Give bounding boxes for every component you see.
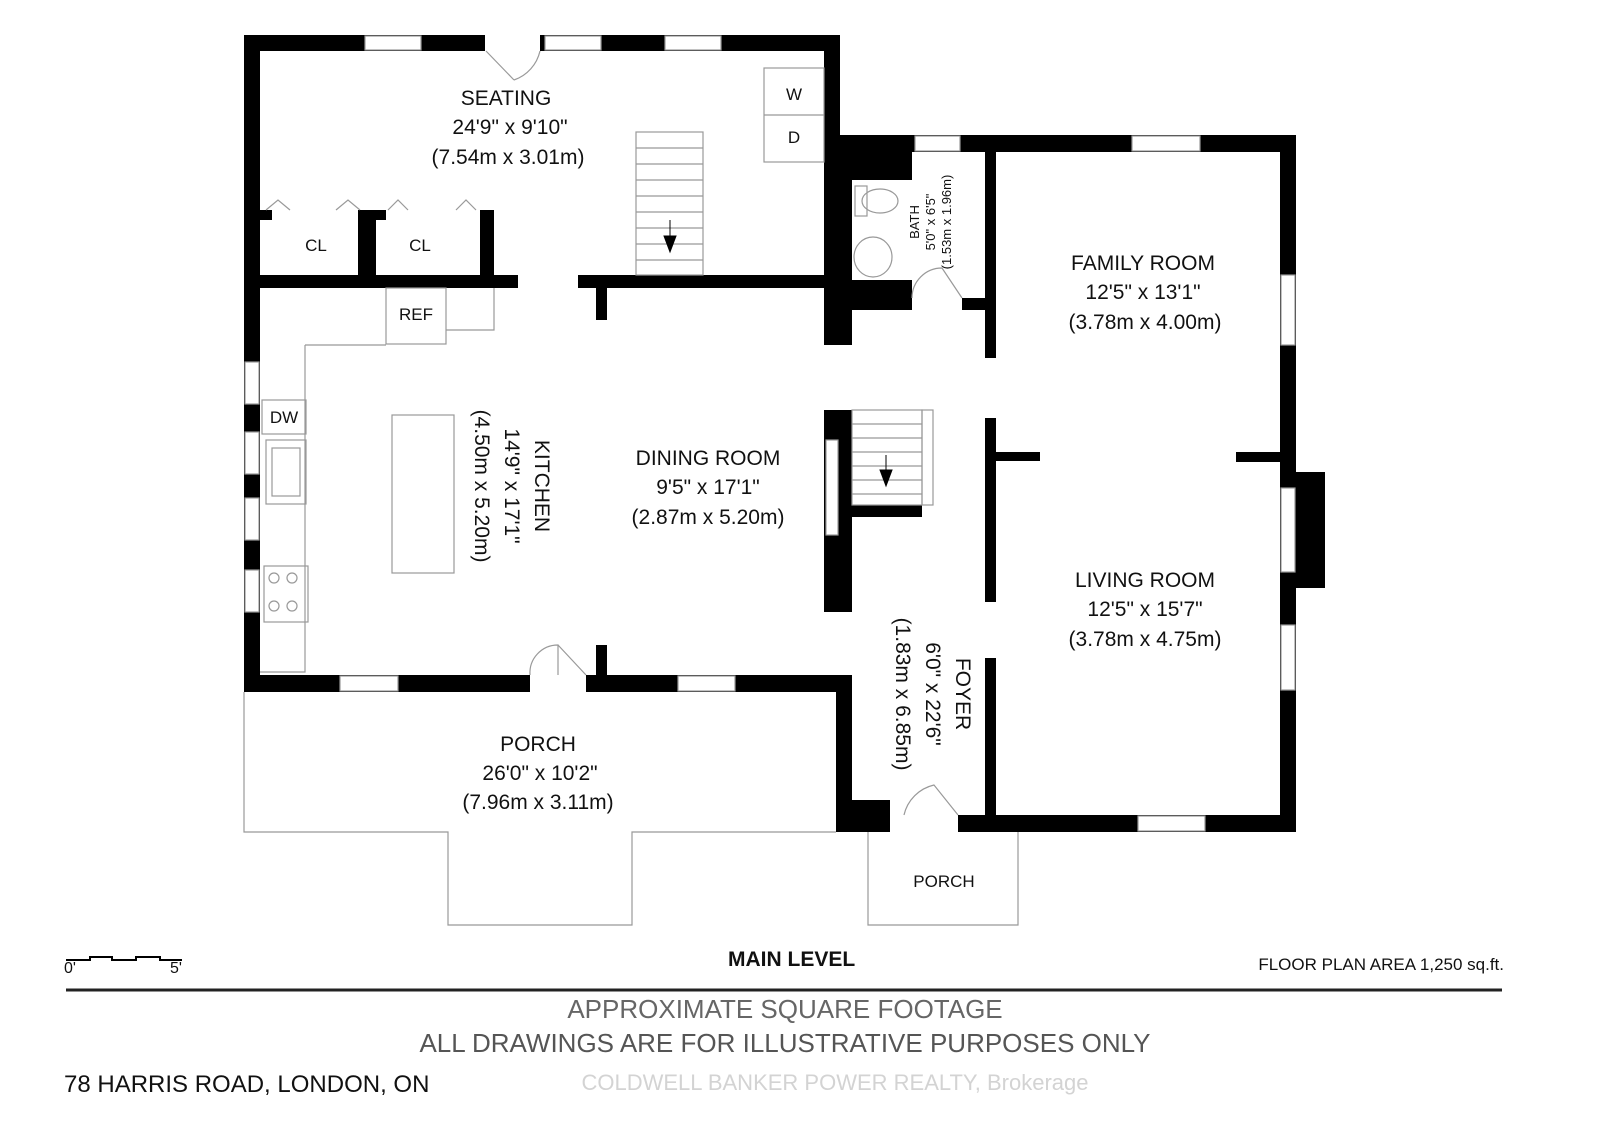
room-dimensions-metric: (4.50m x 5.20m) [470, 410, 493, 563]
scale-start: 0' [64, 960, 76, 977]
room-dimensions-metric: (3.78m x 4.00m) [1069, 311, 1222, 334]
room-name: FOYER [951, 658, 974, 730]
room-name: BATH [907, 205, 922, 239]
room-dimensions-metric: (7.96m x 3.11m) [462, 791, 613, 814]
front-porch-label: PORCH [913, 872, 974, 891]
room-dimensions: 5'0" x 6'5" [923, 193, 938, 250]
room-name: DINING ROOM [636, 447, 781, 470]
floor-area: FLOOR PLAN AREA 1,250 sq.ft. [1258, 955, 1504, 974]
stair-arrow-icon [663, 220, 677, 254]
room-dimensions: 14'9" x 17'1" [500, 428, 523, 543]
room-dimensions-metric: (1.53m x 1.96m) [939, 175, 954, 270]
scale-bar [66, 956, 182, 961]
room-dimensions: 9'5" x 17'1" [656, 476, 760, 499]
windows [244, 35, 1296, 832]
washer-label: W [786, 85, 802, 104]
room-name: SEATING [461, 87, 552, 110]
room-dimensions: 26'0" x 10'2" [482, 762, 597, 785]
room-dimensions: 12'5" x 15'7" [1087, 598, 1202, 621]
address: 78 HARRIS ROAD, LONDON, ON [64, 1071, 430, 1098]
closet-label: CL [305, 236, 327, 255]
room-name: LIVING ROOM [1075, 569, 1215, 592]
family-room-label: FAMILY ROOM 12'5" x 13'1" (3.78m x 4.00m… [1069, 252, 1222, 334]
foyer-label: FOYER 6'0" x 22'6" (1.83m x 6.85m) [891, 618, 974, 771]
stair-arrow-icon [879, 455, 893, 488]
disclaimer-2: ALL DRAWINGS ARE FOR ILLUSTRATIVE PURPOS… [419, 1028, 1151, 1058]
room-dimensions: 6'0" x 22'6" [921, 642, 944, 746]
dryer-label: D [788, 128, 800, 147]
stairs [635, 131, 934, 506]
watermark: COLDWELL BANKER POWER REALTY, Brokerage [581, 1070, 1089, 1095]
dishwasher-label: DW [270, 408, 298, 427]
level-title: MAIN LEVEL [728, 948, 856, 971]
room-name: FAMILY ROOM [1071, 252, 1215, 275]
room-name: PORCH [500, 733, 576, 756]
doors [265, 50, 963, 816]
room-dimensions-metric: (3.78m x 4.75m) [1069, 628, 1222, 651]
walls [244, 35, 1325, 832]
closet-label: CL [409, 236, 431, 255]
seating-label: SEATING 24'9" x 9'10" (7.54m x 3.01m) [432, 87, 585, 169]
room-dimensions-metric: (2.87m x 5.20m) [632, 506, 785, 529]
fixtures [260, 67, 899, 673]
bath-label: BATH 5'0" x 6'5" (1.53m x 1.96m) [907, 175, 954, 270]
room-dimensions: 12'5" x 13'1" [1085, 281, 1200, 304]
porch-outline [243, 692, 1019, 926]
kitchen-label: KITCHEN 14'9" x 17'1" (4.50m x 5.20m) [470, 410, 553, 563]
fridge-label: REF [399, 305, 433, 324]
dining-room-label: DINING ROOM 9'5" x 17'1" (2.87m x 5.20m) [632, 447, 785, 529]
room-dimensions-metric: (1.83m x 6.85m) [891, 618, 914, 771]
scale-end: 5' [170, 960, 182, 977]
living-room-label: LIVING ROOM 12'5" x 15'7" (3.78m x 4.75m… [1069, 569, 1222, 651]
room-name: KITCHEN [530, 440, 553, 532]
porch-label: PORCH 26'0" x 10'2" (7.96m x 3.11m) [462, 733, 613, 814]
room-dimensions: 24'9" x 9'10" [452, 116, 567, 139]
disclaimer-1: APPROXIMATE SQUARE FOOTAGE [567, 994, 1003, 1024]
room-dimensions-metric: (7.54m x 3.01m) [432, 146, 585, 169]
